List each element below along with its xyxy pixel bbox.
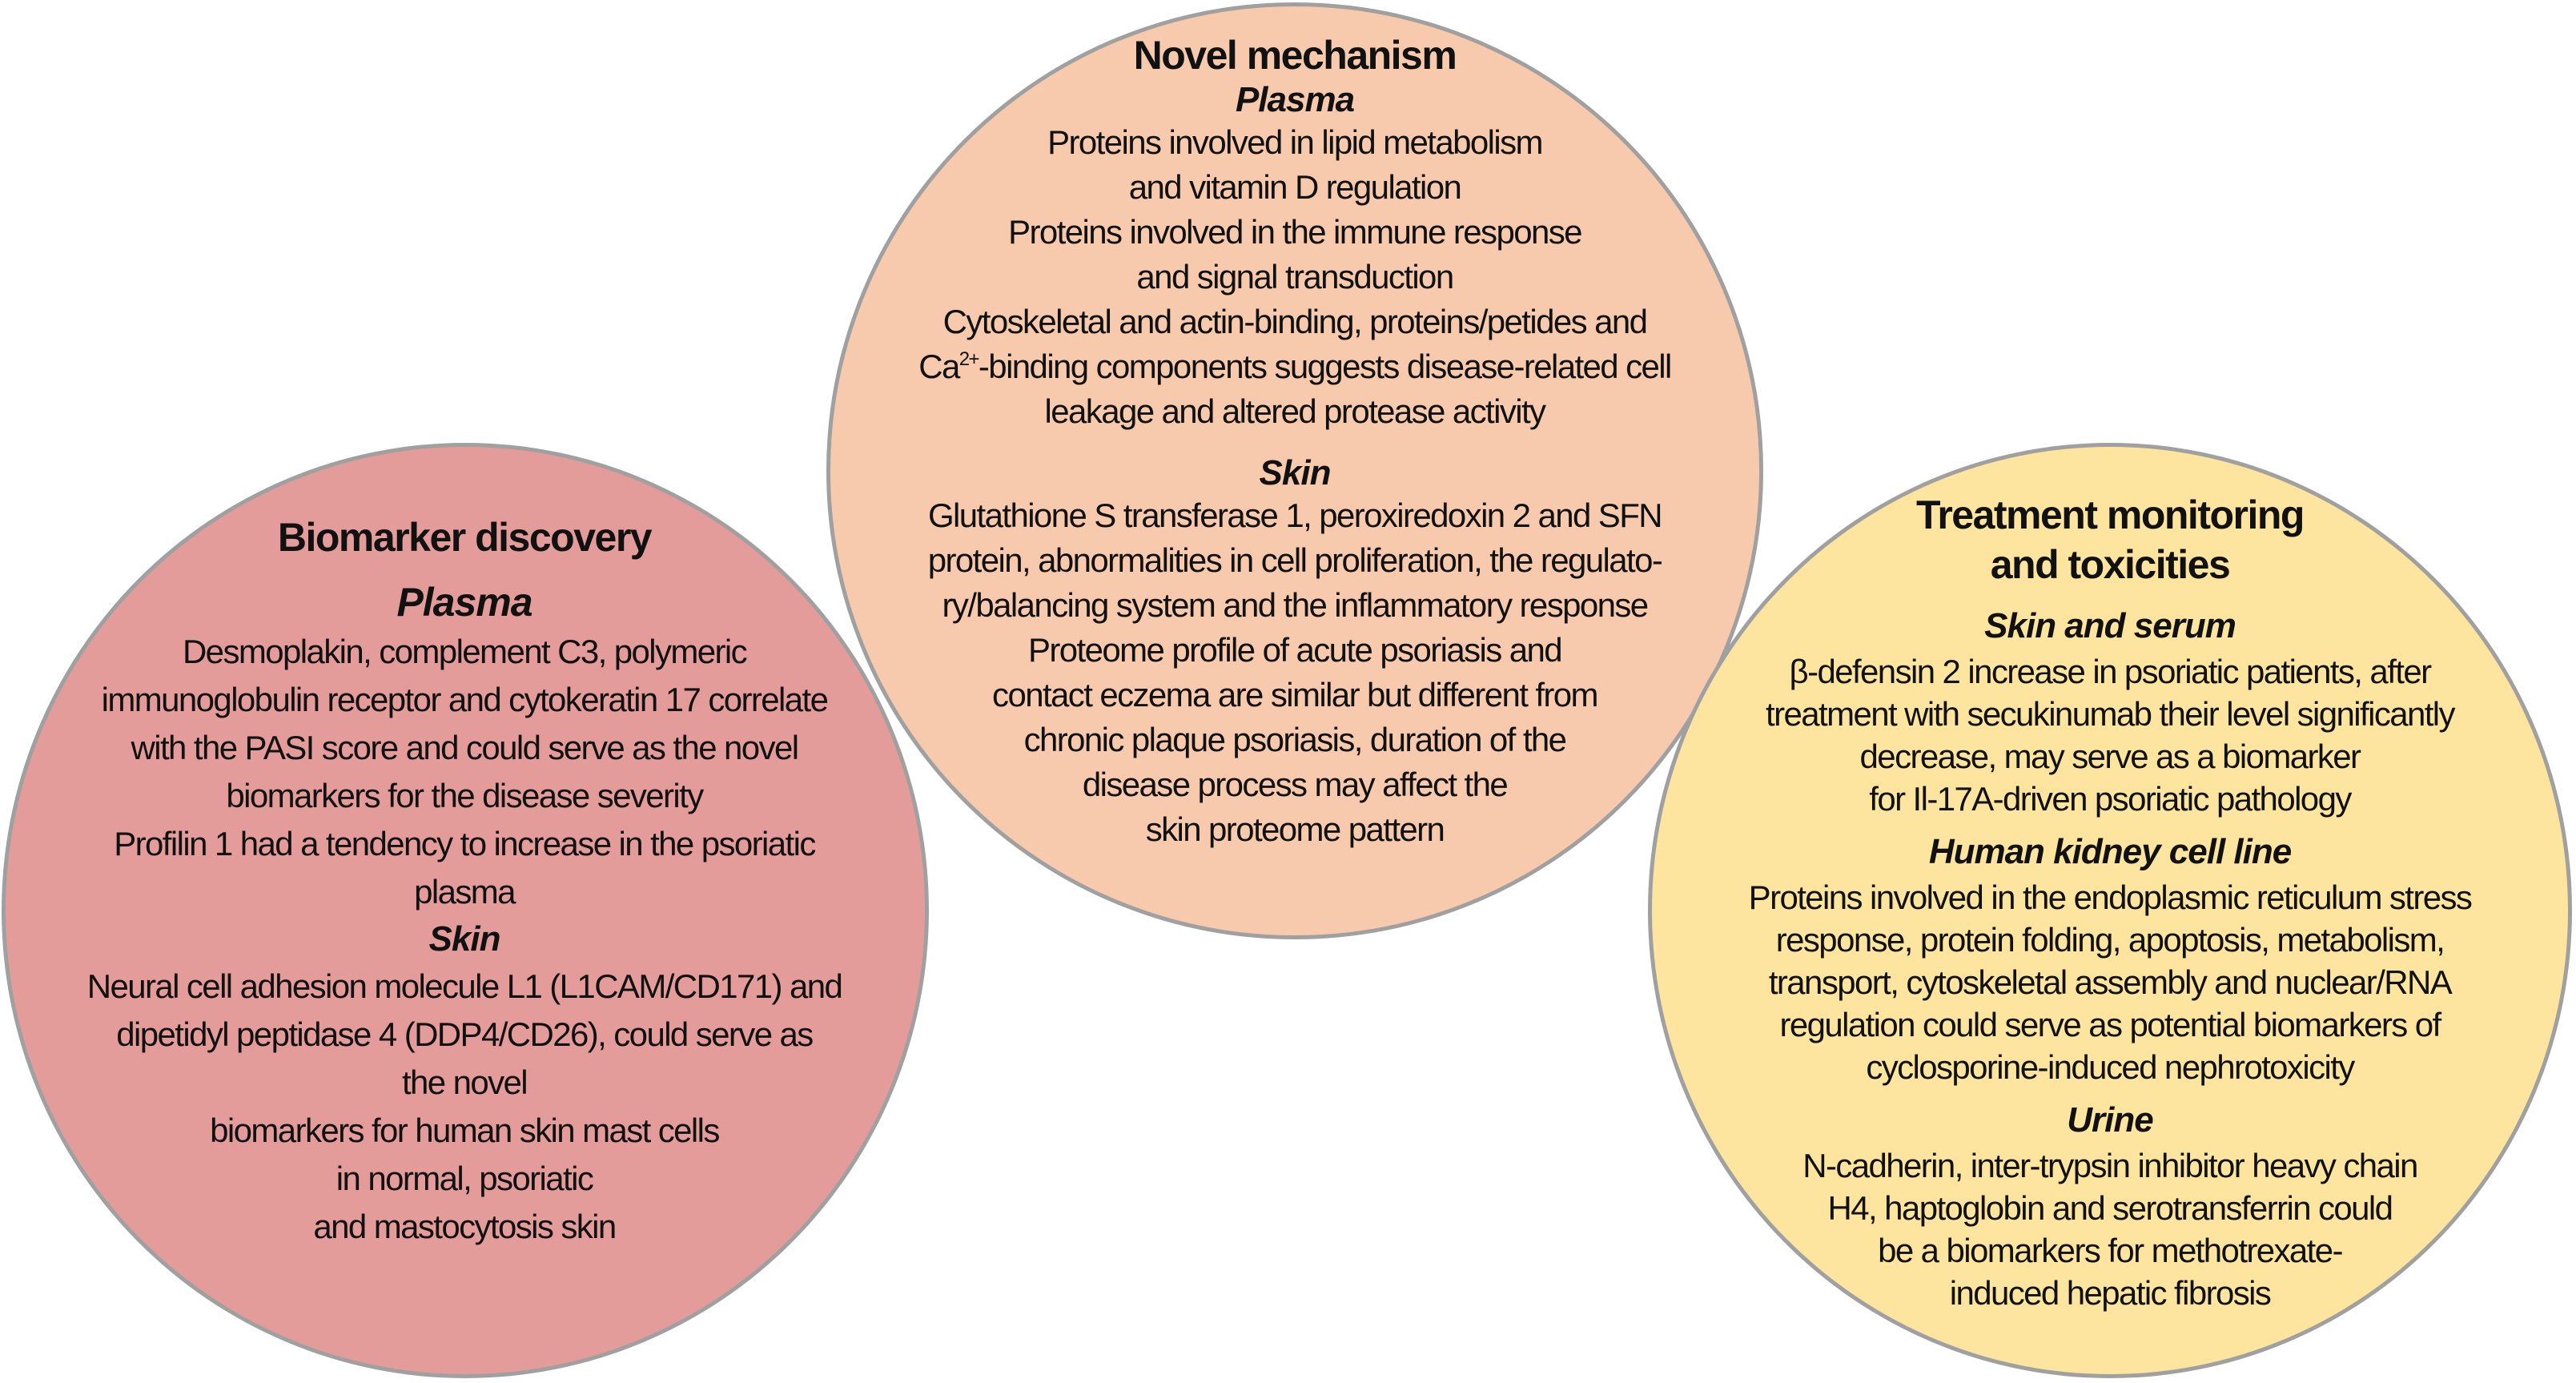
- text-line: and signal transduction: [1136, 258, 1454, 295]
- plasma-heading: Plasma: [396, 580, 532, 625]
- text-line: cyclosporine-induced nephrotoxicity: [1866, 1048, 2355, 1086]
- text-line: protein, abnormalities in cell prolifera…: [927, 541, 1663, 579]
- biomarker-discovery-title: Biomarker discovery: [277, 515, 653, 560]
- novel-mechanism-content: Novel mechanism Plasma Proteins involved…: [854, 30, 1735, 852]
- text-line: the novel: [401, 1063, 528, 1101]
- skin-serum-heading: Skin and serum: [1984, 606, 2236, 645]
- treatment-monitoring-circle: [1648, 443, 2572, 1378]
- text-line: Glutathione S transferase 1, peroxiredox…: [927, 497, 1663, 534]
- text-line: disease process may affect the: [1082, 766, 1509, 803]
- text-line: chronic plaque psoriasis, duration of th…: [1023, 721, 1567, 758]
- novel-mechanism-circle: [826, 2, 1763, 939]
- text-line: and mastocytosis skin: [313, 1208, 617, 1245]
- ca-rest: -binding components suggests disease-rel…: [978, 348, 1672, 385]
- text-line: induced hepatic fibrosis: [1949, 1274, 2272, 1312]
- text-line: Desmoplakin, complement C3, polymeric: [182, 633, 748, 670]
- text-line: and vitamin D regulation: [1128, 168, 1462, 206]
- biomarker-discovery-content: Biomarker discovery Plasma Desmoplakin, …: [32, 513, 897, 1251]
- skin-heading: Skin: [1259, 453, 1332, 492]
- skin-heading: Skin: [428, 919, 501, 959]
- text-line: contact eczema are similar but different…: [992, 676, 1599, 714]
- biomarker-discovery-circle: [2, 443, 929, 1378]
- text-line: Neural cell adhesion molecule L1 (L1CAM/…: [86, 967, 843, 1005]
- text-line: Proteins involved in the immune response: [1008, 213, 1582, 251]
- treatment-monitoring-content: Treatment monitoring and toxicities Skin…: [1674, 490, 2546, 1314]
- text-line: with the PASI score and could serve as t…: [131, 729, 800, 766]
- text-line: be a biomarkers for methotrexate-: [1878, 1232, 2343, 1269]
- ca-prefix: Ca: [918, 348, 960, 385]
- text-line: response, protein folding, apoptosis, me…: [1775, 921, 2445, 959]
- urine-heading: Urine: [2067, 1100, 2153, 1140]
- title-line: Treatment monitoring: [1916, 492, 2305, 537]
- text-line: decrease, may serve as a biomarker: [1859, 738, 2361, 775]
- text-line: dipetidyl peptidase 4 (DDP4/CD26), could…: [116, 1015, 814, 1053]
- text-line-calcium: Ca2+-binding components suggests disease…: [854, 344, 1735, 389]
- novel-mechanism-title: Novel mechanism: [1133, 33, 1457, 78]
- text-line: biomarkers for the disease severity: [226, 777, 704, 814]
- text-line: Profilin 1 had a tendency to increase in…: [114, 825, 816, 862]
- text-line: regulation could serve as potential biom…: [1779, 1006, 2441, 1043]
- text-line: Proteins involved in the endoplasmic ret…: [1748, 878, 2473, 916]
- text-line: immunoglobulin receptor and cytokeratin …: [101, 681, 829, 718]
- text-line: for Il-17A-driven psoriatic pathology: [1869, 780, 2352, 818]
- treatment-monitoring-title: Treatment monitoring and toxicities: [1674, 490, 2546, 589]
- title-line: and toxicities: [1990, 542, 2231, 587]
- text-line: in normal, psoriatic: [336, 1160, 594, 1197]
- text-line: treatment with secukinumab their level s…: [1766, 695, 2456, 733]
- text-line: ry/balancing system and the inflammatory…: [942, 586, 1649, 624]
- text-line: transport, cytoskeletal assembly and nuc…: [1768, 963, 2453, 1001]
- text-line: plasma: [414, 873, 516, 911]
- plasma-heading: Plasma: [1235, 80, 1355, 119]
- text-line: N-cadherin, inter-trypsin inhibitor heav…: [1802, 1147, 2418, 1184]
- text-line: β-defensin 2 increase in psoriatic patie…: [1789, 653, 2433, 690]
- text-line: biomarkers for human skin mast cells: [210, 1112, 720, 1149]
- text-line: H4, haptoglobin and serotransferrin coul…: [1827, 1189, 2393, 1227]
- text-line: skin proteome pattern: [1145, 810, 1445, 848]
- text-line: Proteome profile of acute psoriasis and: [1028, 631, 1563, 669]
- ca-superscript: 2+: [958, 348, 980, 370]
- text-line: leakage and altered protease activity: [1044, 392, 1547, 430]
- kidney-heading: Human kidney cell line: [1928, 832, 2292, 871]
- text-line: Cytoskeletal and actin-binding, proteins…: [942, 303, 1648, 340]
- text-line: Proteins involved in lipid metabolism: [1047, 123, 1543, 161]
